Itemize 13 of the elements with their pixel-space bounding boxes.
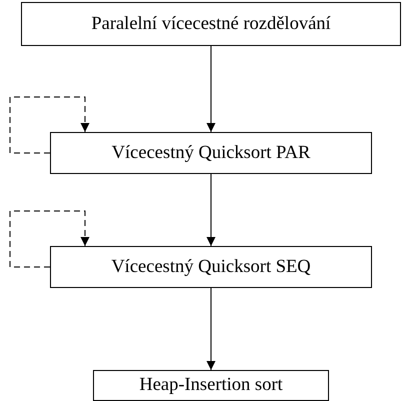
process-box <box>50 132 372 174</box>
arrow <box>206 46 216 132</box>
arrow <box>206 288 216 370</box>
arrow <box>206 174 216 246</box>
box-label: Vícecestný Quicksort SEQ <box>111 256 311 278</box>
box-label: Heap-Insertion sort <box>139 375 283 396</box>
process-box <box>50 246 372 288</box>
box-label: Vícecestný Quicksort PAR <box>112 142 310 164</box>
process-box <box>21 2 401 46</box>
dashed-loop-arrow <box>10 96 90 154</box>
process-box <box>93 370 329 401</box>
box-label: Paralelní vícecestné rozdělování <box>91 14 331 34</box>
dashed-loop-arrow <box>10 210 90 268</box>
